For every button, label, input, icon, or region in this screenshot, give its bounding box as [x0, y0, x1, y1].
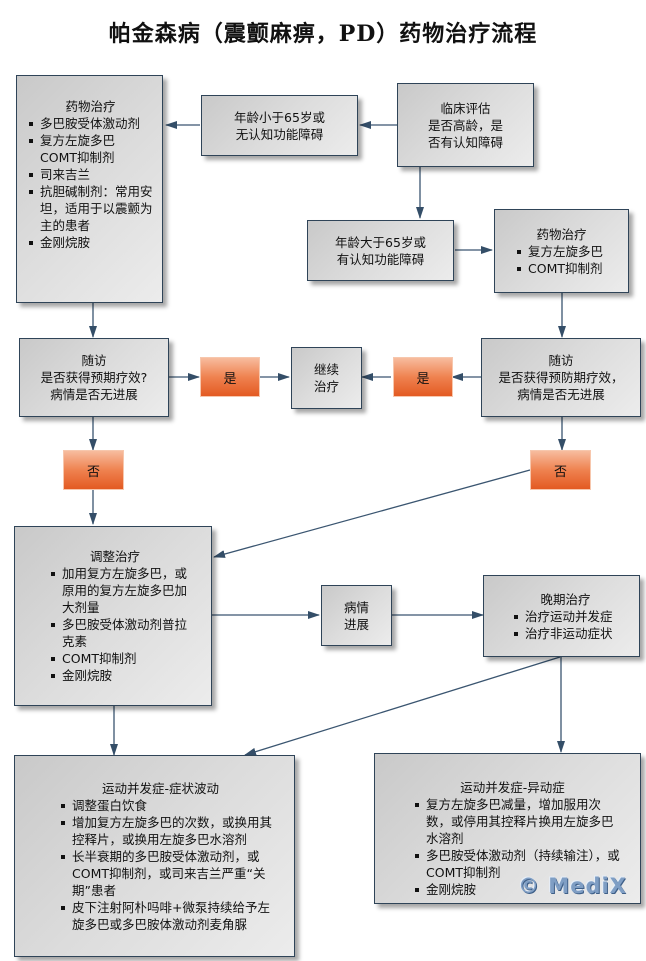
followup-right-box: 随访 是否获得预防期疗效， 病情是否无进展: [481, 338, 641, 417]
list-item: 治疗非运动症状: [512, 625, 639, 642]
yes-decision-left: 是: [200, 357, 260, 397]
motor-fluctuation-box: 运动并发症-症状波动 调整蛋白饮食 增加复方左旋多巴的次数，或换用其控释片，或换…: [14, 755, 295, 957]
list-item: 复方左旋多巴减量，增加服用次数，或停用其控释片换用左旋多巴水溶剂: [413, 796, 622, 847]
medix-watermark: © MediX: [518, 874, 627, 898]
disease-progress-box: 病情 进展: [321, 585, 392, 646]
continue-treatment-box: 继续 治疗: [291, 347, 362, 409]
no-decision-left: 否: [63, 450, 124, 490]
drug-therapy-left-box: 药物治疗 多巴胺受体激动剂 复方左旋多巴 COMT抑制剂 司来吉兰 抗胆碱制剂：…: [16, 75, 163, 303]
box-line: 是否获得预防期疗效，: [498, 370, 624, 385]
box-heading: 运动并发症-异动症: [460, 780, 565, 795]
box-heading: 调整治疗: [89, 549, 140, 564]
list-item: 金刚烷胺: [413, 881, 622, 898]
list-item: 复方左旋多巴: [515, 243, 628, 260]
box-heading: 药物治疗: [65, 99, 116, 114]
late-treatment-box: 晚期治疗 治疗运动并发症 治疗非运动症状: [483, 575, 640, 657]
list-item: 金刚烷胺: [49, 667, 191, 684]
no-decision-right: 否: [530, 450, 591, 490]
dyskinesia-box: 运动并发症-异动症 复方左旋多巴减量，增加服用次数，或停用其控释片换用左旋多巴水…: [374, 753, 641, 904]
box-heading: 晚期治疗: [540, 591, 591, 607]
list-item: 司来吉兰: [27, 166, 154, 183]
list-item: 金刚烷胺: [27, 234, 154, 251]
adjust-treatment-box: 调整治疗 加用复方左旋多巴，或原用的复方左旋多巴加大剂量 多巴胺受体激动剂普拉克…: [14, 526, 212, 706]
box-line: 病情是否无进展: [517, 387, 605, 402]
list-item: COMT抑制剂: [49, 650, 191, 667]
list-item: COMT抑制剂: [515, 260, 628, 277]
box-line: 继续: [313, 362, 339, 377]
list-item: 皮下注射阿朴吗啡+微泵持续给予左旋多巴或多巴胺体激动剂麦角脲: [59, 899, 272, 933]
box-line: 年龄小于65岁或: [234, 109, 325, 125]
box-line: 随访: [548, 353, 574, 368]
age-over-65-box: 年龄大于65岁或 有认知功能障碍: [307, 220, 454, 281]
list-item: 多巴胺受体激动剂普拉克素: [49, 616, 191, 650]
list-item: 增加复方左旋多巴的次数，或换用其控释片，或换用左旋多巴水溶剂: [59, 814, 272, 848]
box-line: 是否获得预期疗效?: [40, 370, 148, 385]
list-item: 调整蛋白饮食: [59, 797, 272, 814]
clinical-assessment-box: 临床评估 是否高龄，是 否有认知障碍: [397, 83, 534, 167]
list-item: 多巴胺受体激动剂: [27, 115, 154, 132]
yes-decision-right: 是: [393, 357, 453, 397]
box-line: 病情: [343, 599, 369, 615]
box-line: 无认知功能障碍: [235, 126, 324, 142]
list-item: 多巴胺受体激动剂（持续输注），或COMT抑制剂: [413, 847, 622, 881]
box-line: 是否高龄，是: [427, 117, 503, 133]
drug-therapy-right-box: 药物治疗 复方左旋多巴 COMT抑制剂: [494, 209, 629, 293]
box-line: 临床评估: [440, 100, 491, 116]
box-heading: 药物治疗: [536, 226, 587, 242]
list-item: 治疗运动并发症: [512, 608, 639, 625]
box-line: 否有认知障碍: [427, 134, 503, 150]
list-item: 长半衰期的多巴胺受体激动剂，或 COMT抑制剂，或司来吉兰严重“关期”患者: [59, 848, 272, 899]
box-line: 有认知功能障碍: [336, 251, 425, 267]
list-item: 抗胆碱制剂：常用安坦，适用于以震颤为主的患者: [27, 183, 154, 234]
box-line: 治疗: [313, 379, 339, 394]
box-line: 进展: [343, 616, 369, 632]
list-item: 加用复方左旋多巴，或原用的复方左旋多巴加大剂量: [49, 565, 191, 616]
box-line: 年龄大于65岁或: [335, 234, 426, 250]
box-line: 病情是否无进展: [50, 387, 138, 402]
arrow-no-right-to-adjust: [213, 469, 531, 558]
age-under-65-box: 年龄小于65岁或 无认知功能障碍: [201, 95, 358, 156]
arrow-late-to-fluct: [244, 656, 561, 756]
box-line: 随访: [81, 353, 107, 368]
list-item: 复方左旋多巴 COMT抑制剂: [27, 132, 154, 166]
page-title: 帕金森病（震颤麻痹，PD）药物治疗流程: [108, 21, 538, 47]
box-heading: 运动并发症-症状波动: [101, 780, 219, 796]
followup-left-box: 随访 是否获得预期疗效? 病情是否无进展: [19, 338, 169, 417]
